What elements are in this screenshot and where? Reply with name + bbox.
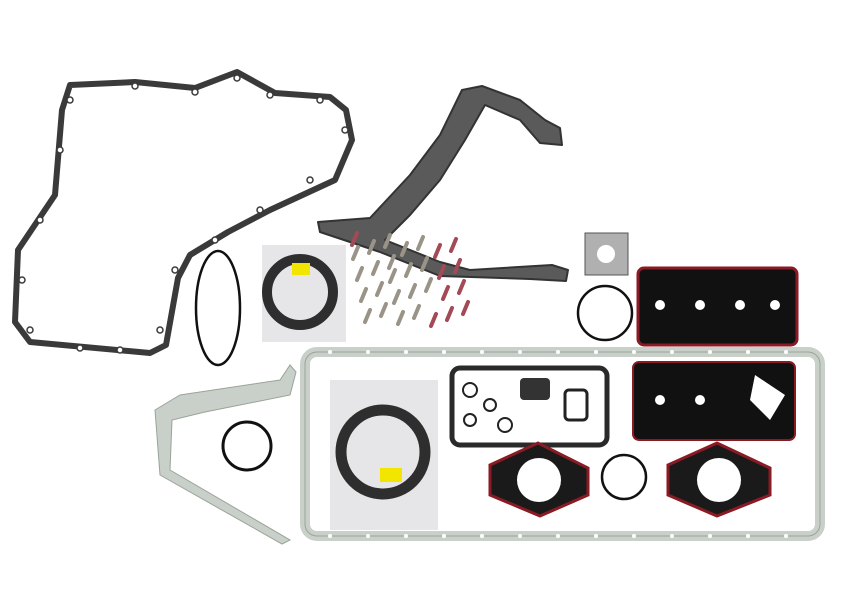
bolt-hole xyxy=(171,266,179,274)
bolt-hole xyxy=(746,534,750,538)
bolt-hole xyxy=(211,236,219,244)
bolt-hole xyxy=(480,350,484,354)
dowel-pin xyxy=(375,281,384,297)
bolt-hole xyxy=(404,350,408,354)
bolt-hole xyxy=(26,326,34,334)
bolt-hole xyxy=(66,96,74,104)
bolt-hole xyxy=(328,350,332,354)
gear-housing-gasket xyxy=(317,85,569,282)
dowel-pin xyxy=(383,233,392,249)
bolt-hole xyxy=(76,344,84,352)
o-ring-left xyxy=(221,420,273,472)
dowel-pin xyxy=(404,262,413,278)
bolt-hole xyxy=(518,350,522,354)
dowel-pin xyxy=(387,254,396,270)
bolt-hole xyxy=(784,350,788,354)
bolt-hole xyxy=(116,346,124,354)
dowel-pin xyxy=(392,289,401,305)
o-ring-bottom xyxy=(600,453,648,501)
bolt-hole xyxy=(366,534,370,538)
bolt-hole xyxy=(632,534,636,538)
dowel-pins xyxy=(350,231,470,328)
dowel-pin xyxy=(461,300,470,316)
dowel-pin xyxy=(363,308,372,324)
seal-package-front xyxy=(262,245,346,342)
bolt-hole xyxy=(131,82,139,90)
oil-pan-gasket-end xyxy=(154,364,297,545)
dowel-pin xyxy=(433,243,442,259)
bolt-hole xyxy=(784,534,788,538)
small-gasket-set xyxy=(449,365,610,448)
bolt-hole xyxy=(442,534,446,538)
dowel-pin xyxy=(388,268,397,284)
cooler-gasket-upper xyxy=(636,266,799,347)
dowel-pin xyxy=(457,279,466,295)
dowel-pin xyxy=(350,231,359,247)
bolt-hole xyxy=(746,350,750,354)
bolt-hole xyxy=(556,534,560,538)
cooler-gasket-lower xyxy=(632,361,796,441)
bolt-hole xyxy=(708,534,712,538)
dowel-pin xyxy=(396,310,405,326)
bolt-hole xyxy=(366,350,370,354)
bolt-hole xyxy=(341,126,349,134)
bolt-hole xyxy=(594,534,598,538)
bolt-hole xyxy=(36,216,44,224)
bolt-hole xyxy=(256,206,264,214)
bolt-hole xyxy=(404,534,408,538)
bolt-hole xyxy=(306,176,314,184)
bolt-hole xyxy=(156,326,164,334)
bolt-hole xyxy=(442,350,446,354)
dowel-pin xyxy=(445,306,454,322)
dowel-pin xyxy=(359,287,368,303)
bolt-hole xyxy=(518,534,522,538)
bolt-hole xyxy=(594,350,598,354)
dowel-pin xyxy=(429,312,438,328)
dowel-pin xyxy=(420,256,429,272)
bolt-hole xyxy=(328,534,332,538)
dowel-pin xyxy=(351,245,360,261)
o-ring-right xyxy=(576,284,634,342)
oil-pan-gasket xyxy=(300,347,825,541)
timing-cover-gasket xyxy=(12,69,355,356)
o-ring-oval xyxy=(194,249,242,367)
dowel-pin xyxy=(416,235,425,251)
bolt-hole xyxy=(670,350,674,354)
bolt-hole xyxy=(480,534,484,538)
seal-package-rear xyxy=(330,380,438,530)
dowel-pin xyxy=(449,237,458,253)
turbo-gasket-left xyxy=(488,441,590,518)
bolt-hole xyxy=(316,96,324,104)
bolt-hole xyxy=(18,276,26,284)
bolt-hole xyxy=(191,88,199,96)
dowel-pin xyxy=(453,258,462,274)
dowel-pin xyxy=(355,266,364,282)
bolt-hole xyxy=(708,350,712,354)
bolt-hole xyxy=(556,350,560,354)
turbo-gasket-right xyxy=(666,441,772,518)
dowel-pin xyxy=(379,302,388,318)
square-gasket xyxy=(584,232,629,276)
dowel-pin xyxy=(408,283,417,299)
dowel-pin xyxy=(400,241,409,257)
bolt-hole xyxy=(56,146,64,154)
dowel-pin xyxy=(367,239,376,255)
dowel-pin xyxy=(441,285,450,301)
dowel-pin xyxy=(437,264,446,280)
bolt-hole xyxy=(670,534,674,538)
bolt-hole xyxy=(233,74,241,82)
dowel-pin xyxy=(424,277,433,293)
dowel-pin xyxy=(412,304,421,320)
bolt-hole xyxy=(266,91,274,99)
dowel-pin xyxy=(371,260,380,276)
bolt-hole xyxy=(632,350,636,354)
